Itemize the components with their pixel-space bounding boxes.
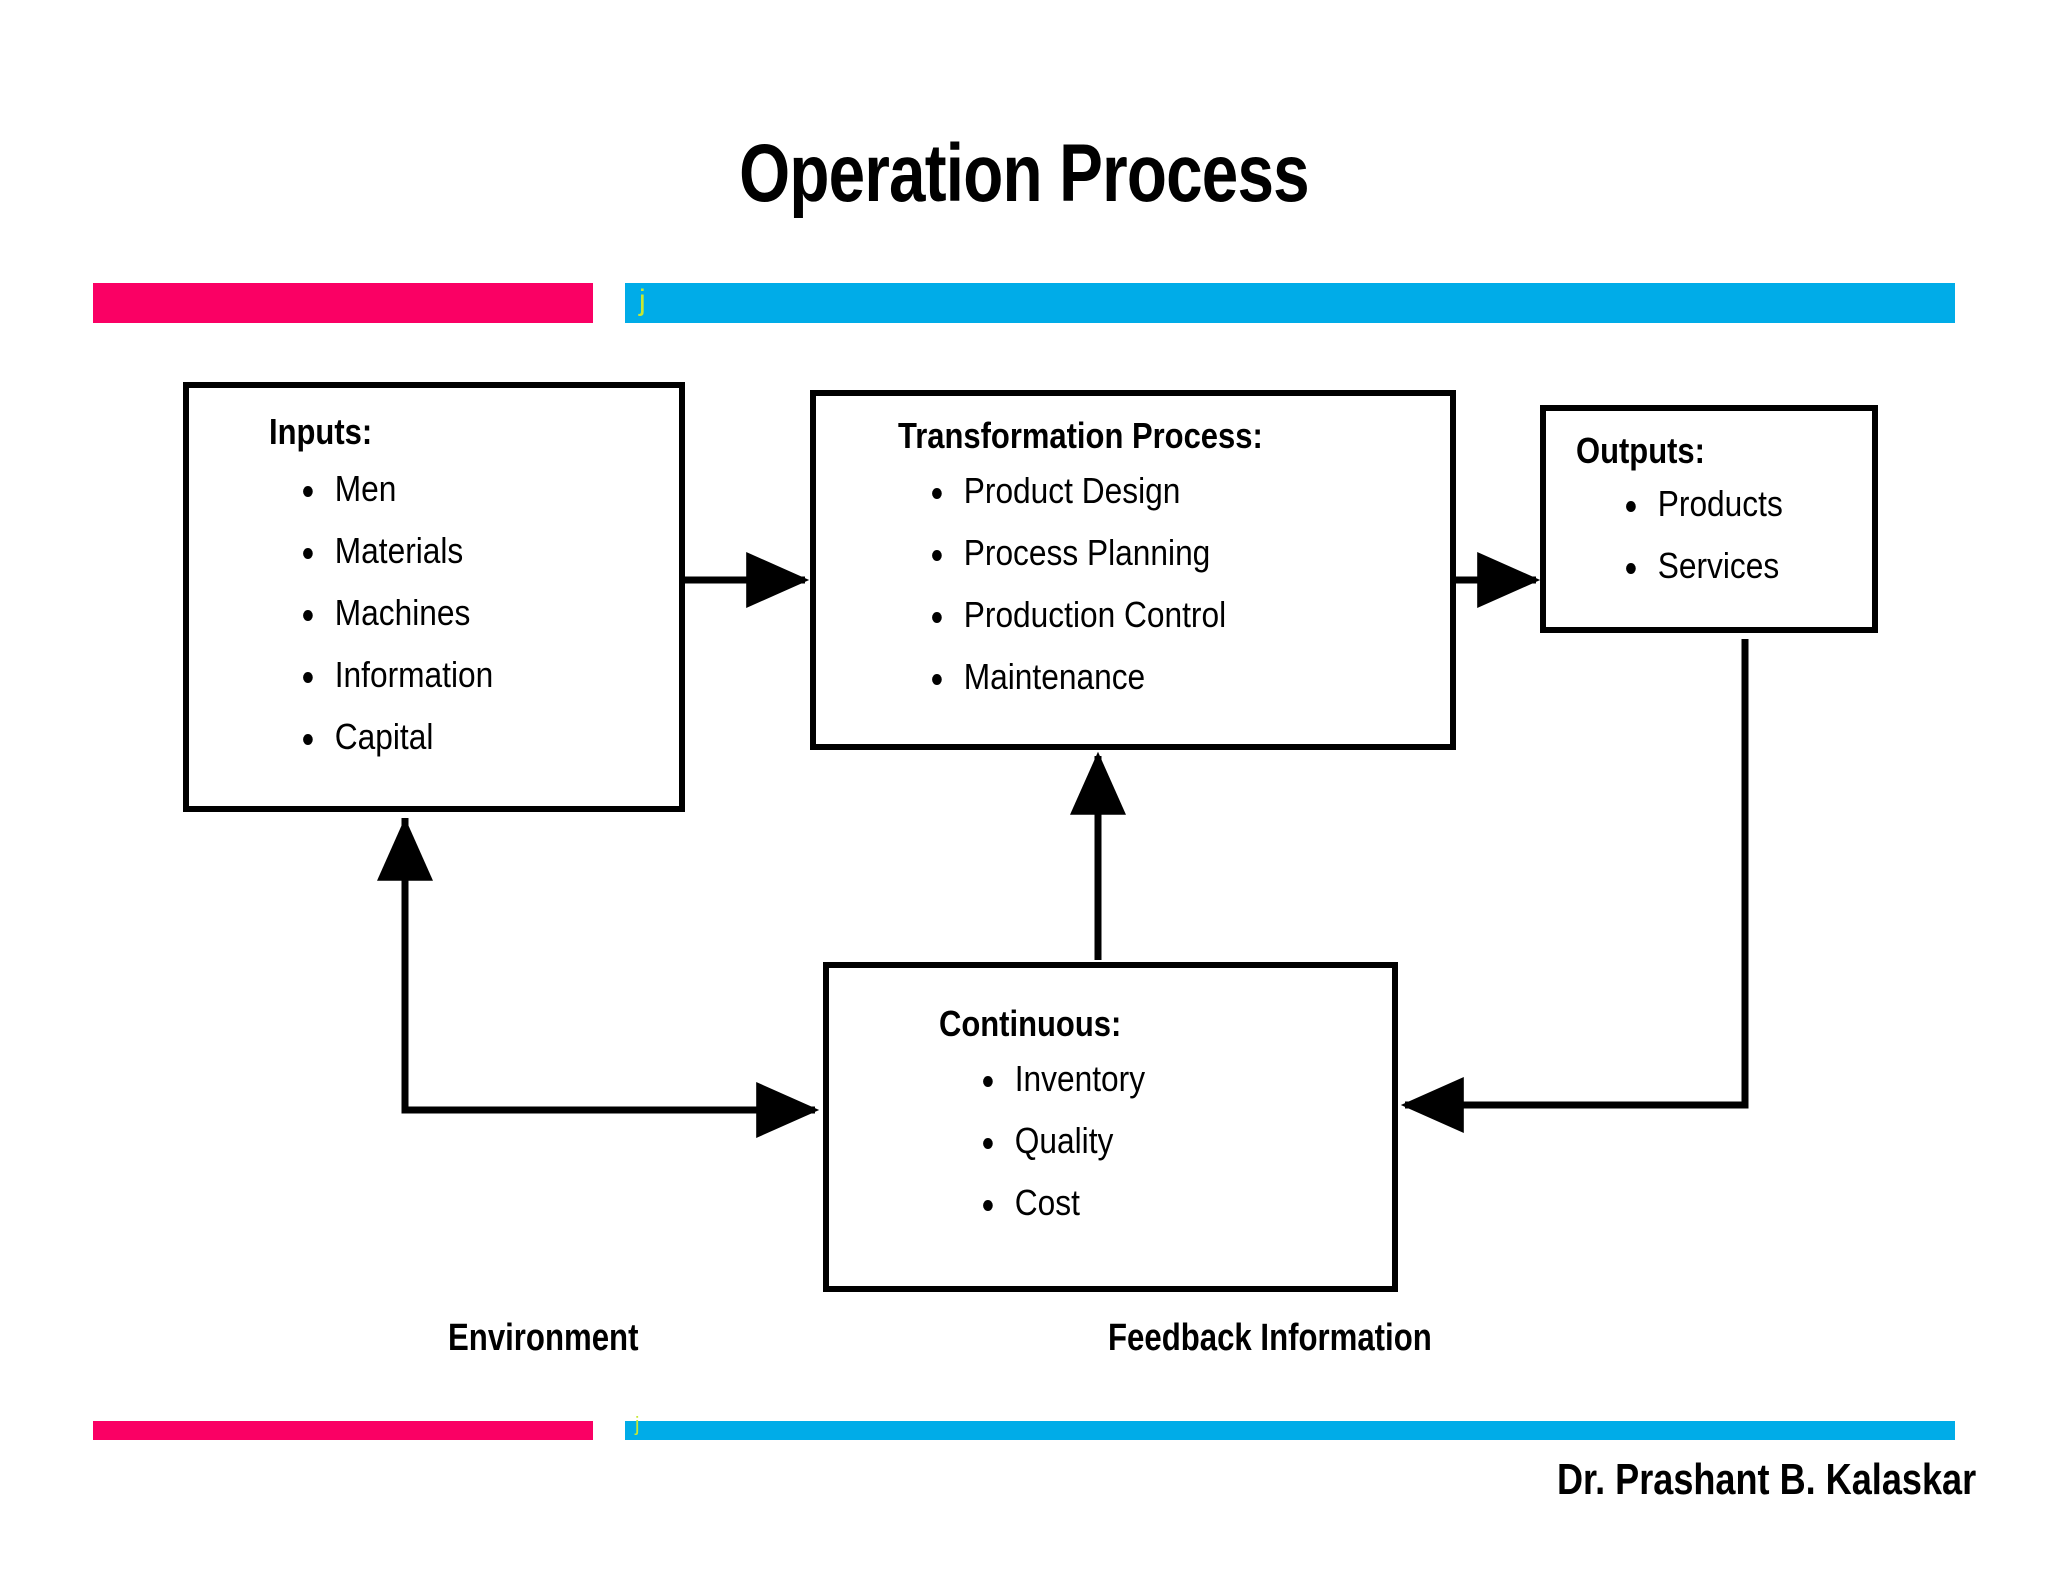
footer-credit: Dr. Prashant B. Kalaskar: [1556, 1455, 1976, 1504]
box-transformation-title: Transformation Process:: [898, 415, 1263, 456]
arrow-environment-loop: [401, 818, 820, 1138]
box-outputs-title: Outputs:: [1576, 430, 1705, 471]
bottom-accent-bar-blue: j: [625, 1414, 1955, 1440]
list-item: Products: [1612, 473, 1841, 535]
top-accent-bar-blue: j: [625, 283, 1955, 323]
list-item: Quality: [969, 1110, 1341, 1172]
accent-bar-glyph: j: [639, 284, 646, 317]
list-item: Machines: [289, 582, 632, 644]
list-item: Men: [289, 458, 632, 520]
list-item: Cost: [969, 1172, 1341, 1234]
caption-environment: Environment: [448, 1317, 639, 1359]
list-item: Information: [289, 644, 632, 706]
list-item: Services: [1612, 535, 1841, 597]
diagram-box-continuous[interactable]: Continuous: Inventory Quality Cost: [823, 962, 1398, 1292]
list-item: Process Planning: [918, 522, 1386, 584]
diagram-box-transformation[interactable]: Transformation Process: Product Design P…: [810, 390, 1456, 750]
list-item: Inventory: [969, 1048, 1341, 1110]
arrow-outputs-to-continuous: [1400, 639, 1749, 1133]
diagram-box-outputs[interactable]: Outputs: Products Services: [1540, 405, 1878, 633]
list-item: Capital: [289, 706, 632, 768]
caption-feedback-information: Feedback Information: [1108, 1317, 1432, 1359]
list-item: Maintenance: [918, 646, 1386, 708]
accent-bar-glyph: j: [635, 1414, 640, 1436]
page-title: Operation Process: [739, 128, 1310, 219]
diagram-box-inputs[interactable]: Inputs: Men Materials Machines Informati…: [183, 382, 685, 812]
list-item: Product Design: [918, 460, 1386, 522]
box-outputs-list: Products Services: [1612, 473, 1872, 597]
box-inputs-list: Men Materials Machines Information Capit…: [289, 458, 679, 768]
box-continuous-title: Continuous:: [939, 1003, 1122, 1044]
bottom-accent-bar-pink: [93, 1421, 593, 1440]
box-transformation-list: Product Design Process Planning Producti…: [918, 460, 1450, 708]
top-accent-bar-pink: [93, 283, 593, 323]
list-item: Production Control: [918, 584, 1386, 646]
box-continuous-list: Inventory Quality Cost: [969, 1048, 1392, 1234]
list-item: Materials: [289, 520, 632, 582]
box-inputs-title: Inputs:: [269, 411, 373, 452]
